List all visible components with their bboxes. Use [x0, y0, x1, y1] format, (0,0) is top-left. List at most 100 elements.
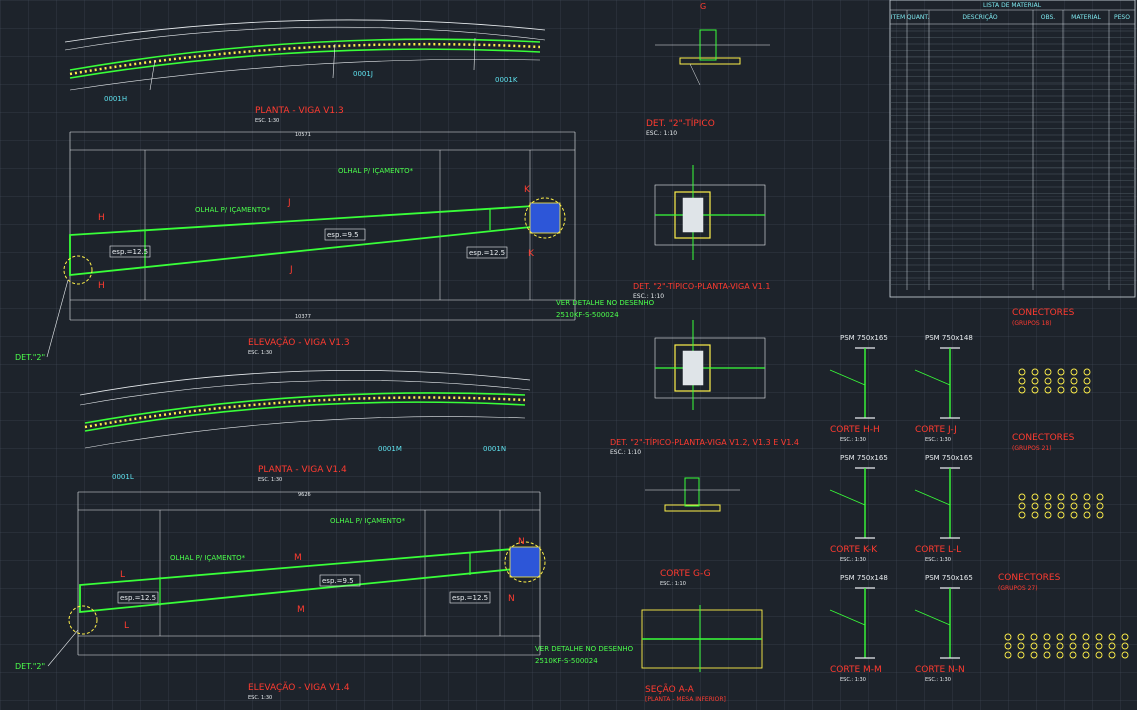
ver-detalhe-v14: VER DETALHE NO DESENHO	[535, 645, 634, 653]
det2-label-v14: DET."2"	[15, 662, 45, 671]
stud-connector	[1082, 633, 1090, 641]
section-mark-n-bottom: N	[508, 594, 515, 604]
dim-total-v14: 9626	[298, 492, 311, 498]
conectores-title: CONECTORES	[1012, 433, 1075, 443]
table-title: LISTA DE MATERIAL	[983, 2, 1042, 9]
conectores-3-view[interactable]: CONECTORES(GRUPOS 27)	[998, 573, 1129, 659]
leader-line	[829, 369, 866, 386]
table-column-lines	[906, 10, 1110, 290]
col-header-material: MATERIAL	[1071, 14, 1101, 21]
stud-connector	[1121, 633, 1129, 641]
corte-title: CORTE H-H	[830, 425, 880, 435]
leader-line	[829, 489, 866, 506]
planta-v13[interactable]: 0001H 0001J 0001K PLANTA - VIGA V1.3 ESC…	[64, 19, 546, 124]
esp-label-b-v14: esp.=9.5	[322, 577, 354, 585]
stud-connector	[1044, 368, 1052, 376]
corte-section-label: PSM 750x165	[925, 454, 973, 462]
title-elevacao-v13: ELEVAÇÃO - VIGA V1.3	[248, 337, 350, 348]
secao-a[interactable]: SEÇÃO A-A [PLANTA - MESA INFERIOR]	[641, 605, 763, 703]
corte-title: CORTE K-K	[830, 545, 878, 555]
conectores-title: CONECTORES	[998, 573, 1061, 583]
corte-title: CORTE L-L	[915, 545, 961, 555]
stud-connector	[1070, 511, 1078, 519]
elevacao-v13[interactable]: esp.=12.5 esp.=9.5 esp.=12.5 OLHAL P/ IÇ…	[15, 131, 655, 362]
conectores-subtitle: (GRUPOS 21)	[1012, 445, 1052, 452]
det2-tipico[interactable]: G DET. "2"-TÍPICO ESC.: 1:10	[646, 2, 770, 137]
corte-scale: ESC.: 1:30	[925, 437, 951, 443]
stud-connector	[1096, 493, 1104, 501]
stud-connector	[1043, 642, 1051, 650]
scale-planta-v14: ESC. 1:30	[258, 477, 282, 483]
stud-connector	[1004, 642, 1012, 650]
stud-connector	[1095, 651, 1103, 659]
title-corte-g: CORTE G-G	[660, 569, 711, 579]
col-header-item: ITEM	[891, 14, 905, 21]
olhal-left-v13: OLHAL P/ IÇAMENTO*	[195, 206, 271, 214]
stud-connector	[1096, 511, 1104, 519]
title-det2-tipico: DET. "2"-TÍPICO	[646, 117, 715, 129]
stud-connector	[1057, 511, 1065, 519]
corte-scale: ESC.: 1:30	[840, 437, 866, 443]
stud-connector	[1056, 642, 1064, 650]
stud-connector	[1096, 502, 1104, 510]
section-mark-l-top: L	[120, 570, 125, 580]
esp-label-c-v14: esp.=12.5	[452, 594, 488, 602]
stud-connector	[1082, 651, 1090, 659]
stud-connector	[1070, 368, 1078, 376]
stud-connector	[1056, 651, 1064, 659]
stud-connector	[1095, 633, 1103, 641]
stud-connector	[1030, 642, 1038, 650]
scale-det2-planta-v11: ESC.: 1:10	[633, 293, 664, 300]
col-header-quant: QUANT.	[907, 14, 930, 21]
conectores-2-view[interactable]: CONECTORES (GRUPOS 21)	[1012, 433, 1104, 519]
det2-planta-v12[interactable]: DET. "2"-TÍPICO-PLANTA-VIGA V1.2, V1.3 E…	[610, 320, 799, 456]
stud-connector	[1017, 651, 1025, 659]
conectores-group[interactable]: CONECTORES(GRUPOS 18)CONECTORES(GRUPOS 2…	[998, 308, 1129, 659]
title-det2-planta-v12: DET. "2"-TÍPICO-PLANTA-VIGA V1.2, V1.3 E…	[610, 436, 799, 447]
stud-connector	[1056, 633, 1064, 641]
dim-total-v13: 10571	[295, 132, 311, 138]
stud-connector	[1043, 651, 1051, 659]
stud-connector	[1031, 511, 1039, 519]
stud-connector	[1031, 493, 1039, 501]
table-border	[889, 0, 1136, 298]
esp-label-a-v14: esp.=12.5	[120, 594, 156, 602]
section-mark-m-bottom: M	[297, 605, 305, 615]
stud-connector	[1070, 377, 1078, 385]
subtitle-secao-a: [PLANTA - MESA INFERIOR]	[645, 696, 726, 703]
scale-det2-tipico: ESC.: 1:10	[646, 130, 677, 137]
corte-title: CORTE N-N	[915, 665, 965, 675]
stud-connector	[1031, 377, 1039, 385]
stud-connector	[1017, 633, 1025, 641]
stud-connector	[1083, 386, 1091, 394]
stud-connector	[1121, 642, 1129, 650]
drawing-ref-v13: 2510KF-S-500024	[556, 311, 619, 319]
scale-corte-g: ESC.: 1:10	[660, 581, 686, 587]
section-mark-k-bottom: K	[528, 249, 535, 259]
leader-line	[914, 369, 951, 386]
corte-scale: ESC.: 1:30	[840, 557, 866, 563]
stud-connector	[1030, 651, 1038, 659]
elevacao-v14[interactable]: esp.=12.5 esp.=9.5 esp.=12.5 OLHAL P/ IÇ…	[15, 491, 634, 701]
esp-label-c-v13: esp.=12.5	[469, 249, 505, 257]
stud-connector	[1031, 386, 1039, 394]
planta-v14[interactable]: 0001L 0001M 0001N PLANTA - VIGA V1.4 ESC…	[79, 370, 531, 483]
section-mark-k-top: K	[524, 185, 531, 195]
stud-connector	[1018, 368, 1026, 376]
stud-connector	[1018, 493, 1026, 501]
scale-elevacao-v13: ESC. 1:30	[248, 350, 272, 356]
col-header-obs: OBS.	[1041, 14, 1056, 21]
conectores-1-view[interactable]: CONECTORES(GRUPOS 18)	[1012, 308, 1091, 394]
corte-g[interactable]: CORTE G-G ESC.: 1:10	[645, 477, 740, 587]
stud-connector	[1083, 377, 1091, 385]
det2-planta-v11[interactable]: DET. "2"-TÍPICO-PLANTA-VIGA V1.1 ESC.: 1…	[633, 165, 770, 300]
